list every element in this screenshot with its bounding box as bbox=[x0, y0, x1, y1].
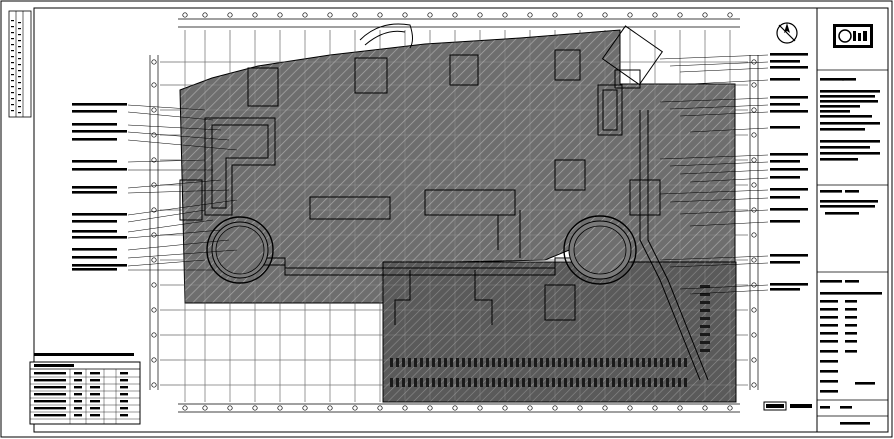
room-outlines bbox=[179, 49, 709, 381]
dimension-lines bbox=[149, 18, 759, 413]
title-block bbox=[816, 7, 889, 433]
north-arrow-icon bbox=[776, 22, 798, 44]
company-seal-logo bbox=[833, 24, 873, 48]
annotation-leaders-left bbox=[72, 103, 238, 271]
grid-axis-bubbles bbox=[151, 12, 757, 411]
atrium-right bbox=[563, 215, 637, 285]
scale-bar bbox=[763, 401, 812, 411]
legend-table bbox=[29, 353, 141, 425]
left-binding-strip bbox=[8, 10, 32, 118]
atrium-left bbox=[206, 216, 274, 284]
parking-stalls bbox=[390, 285, 710, 387]
entrance-canopy bbox=[359, 23, 664, 86]
annotation-leaders-right bbox=[659, 53, 808, 295]
